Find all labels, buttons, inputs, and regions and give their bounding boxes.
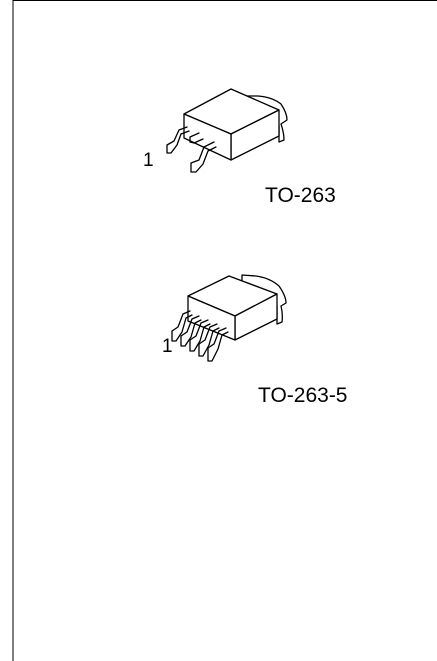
lead-2 [189,132,204,144]
lead-5 [207,327,229,362]
body-front-face [183,113,232,161]
package-to-263: 1 TO-263 [143,88,336,207]
pin-1-label: 1 [143,150,154,171]
pin-1-label: 1 [162,336,173,357]
package-name-to-263: TO-263 [265,184,336,207]
lead-4 [198,323,220,357]
lead-3 [190,141,217,173]
lead-1 [171,310,193,342]
lead-2 [180,315,202,347]
package-name-to-263-5: TO-263-5 [258,384,348,407]
lead-1 [166,126,190,154]
lead-3 [189,319,211,352]
package-to-263-5: 1 TO-263-5 [162,274,348,407]
